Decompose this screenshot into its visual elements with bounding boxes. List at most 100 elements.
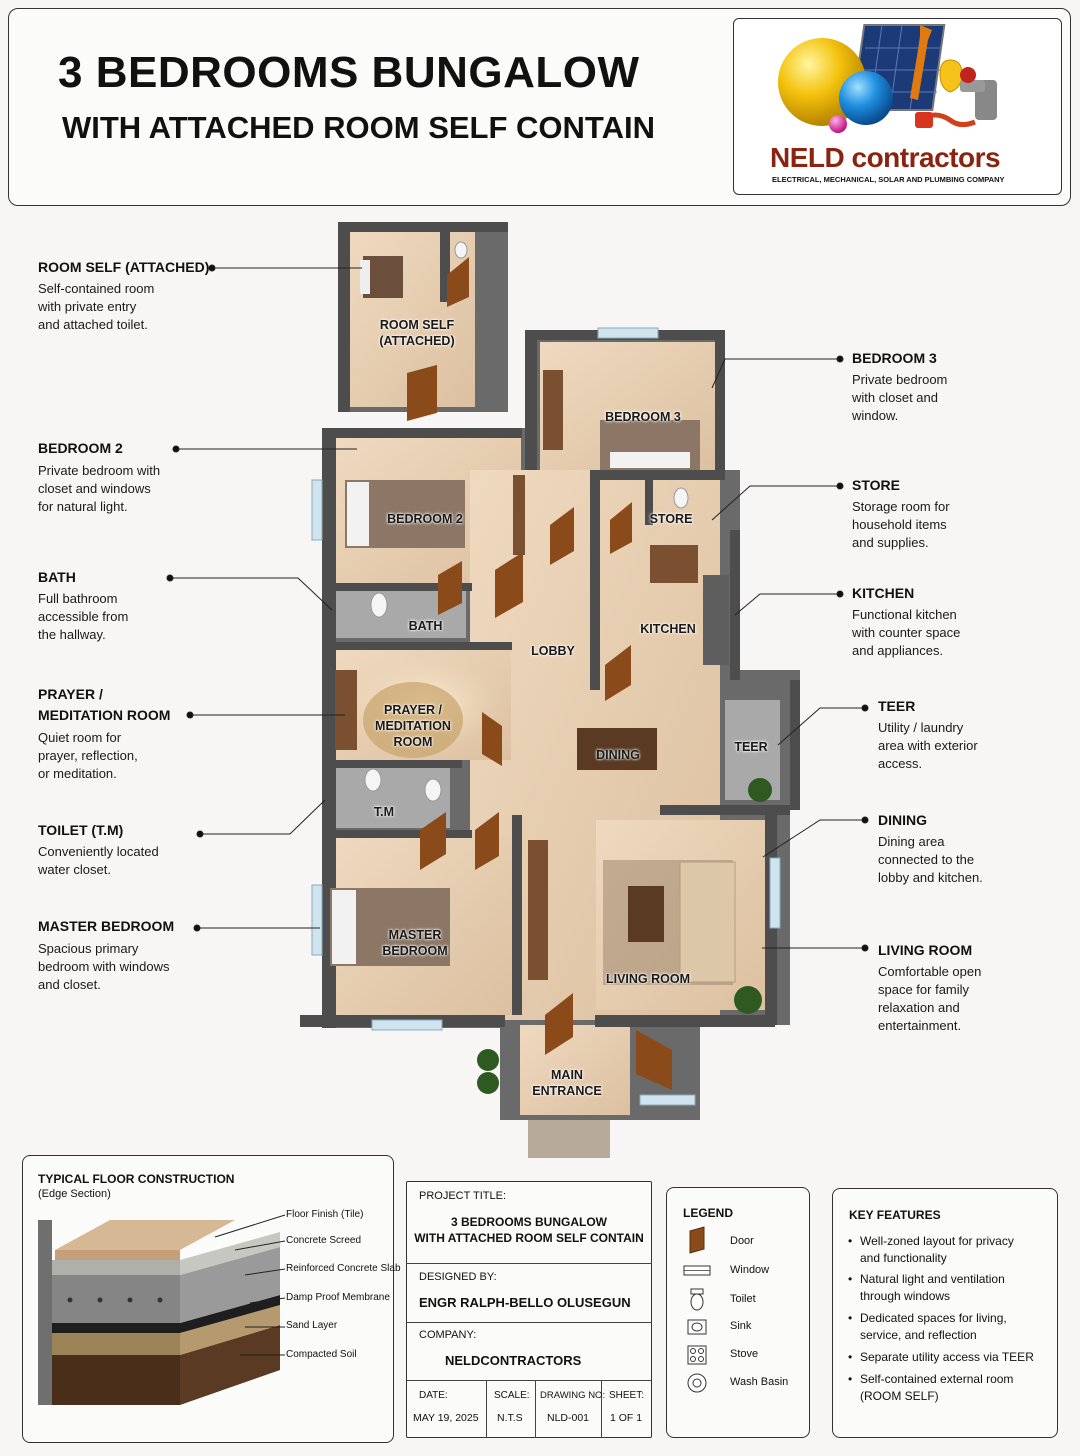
legend-wash-basin-label: Wash Basin <box>730 1376 789 1388</box>
title-block-divider <box>406 1380 652 1381</box>
callout-kitchen-title: KITCHEN <box>852 585 915 601</box>
designed-by-label: DESIGNED BY: <box>419 1271 497 1283</box>
date-label: DATE: <box>419 1390 448 1401</box>
callout-bedroom2-title: BEDROOM 2 <box>38 440 123 456</box>
date-value: MAY 19, 2025 <box>413 1412 479 1424</box>
feature-item: • <box>848 1234 853 1248</box>
title-block-divider <box>406 1322 652 1323</box>
construction-subtitle: (Edge Section) <box>38 1188 111 1200</box>
toilet-icon <box>690 1288 704 1311</box>
page-subtitle: WITH ATTACHED ROOM SELF CONTAIN <box>62 110 655 145</box>
callout-store-title: STORE <box>852 477 900 493</box>
scale-value: N.T.S <box>497 1412 523 1424</box>
company-label: COMPANY: <box>419 1329 477 1341</box>
layer-floor-finish: Floor Finish (Tile) <box>286 1209 364 1220</box>
sheet-label: SHEET: <box>609 1390 645 1401</box>
door-icon <box>689 1226 705 1254</box>
layer-concrete-screed: Concrete Screed <box>286 1235 362 1246</box>
plan-label-bedroom3: BEDROOM 3 <box>605 410 681 424</box>
plan-label-store: STORE <box>649 512 693 526</box>
feature-item: Separate utility access via TEER <box>860 1350 1034 1364</box>
plan-label-living: LIVING ROOM <box>605 972 691 986</box>
title-block-divider <box>535 1380 536 1438</box>
title-block-divider <box>601 1380 602 1438</box>
feature-item: • <box>848 1272 853 1286</box>
floor-plan <box>300 222 800 1158</box>
drawing-no-label: DRAWING NO: <box>540 1390 606 1401</box>
wash-basin-icon <box>687 1373 707 1393</box>
layer-damp-proof: Damp Proof Membrane <box>286 1292 390 1303</box>
legend-window-label: Window <box>730 1264 770 1276</box>
company-logo-graphic <box>778 24 997 133</box>
key-features-title: KEY FEATURES <box>849 1208 941 1222</box>
legend-stove-label: Stove <box>730 1348 759 1360</box>
sheet-value: 1 OF 1 <box>610 1412 643 1424</box>
callout-master-title: MASTER BEDROOM <box>38 918 175 934</box>
callout-bath-title: BATH <box>38 569 76 585</box>
title-block-divider <box>486 1380 487 1438</box>
drawing-no-value: NLD-001 <box>547 1412 590 1424</box>
company-logo-tagline: ELECTRICAL, MECHANICAL, SOLAR AND PLUMBI… <box>772 175 1005 184</box>
callout-leader-lines <box>166 264 869 952</box>
plan-label-room-self: ROOM SELF(ATTACHED) <box>379 318 455 348</box>
key-features-panel <box>832 1188 1058 1438</box>
feature-item: Dedicated spaces for living,service, and… <box>860 1311 1007 1342</box>
designer-name: ENGR RALPH-BELLO OLUSEGUN <box>419 1295 631 1310</box>
plan-label-kitchen: KITCHEN <box>640 622 696 636</box>
callout-living-title: LIVING ROOM <box>878 942 973 958</box>
project-title-line2: WITH ATTACHED ROOM SELF CONTAIN <box>414 1231 644 1245</box>
title-block <box>406 1181 652 1438</box>
callout-room-self-title: ROOM SELF (ATTACHED) <box>38 259 210 275</box>
page-title: 3 BEDROOMS BUNGALOW <box>58 48 640 97</box>
feature-item: Self-contained external room(ROOM SELF) <box>860 1372 1014 1403</box>
company-logo-name: NELD contractors <box>770 142 1001 173</box>
callout-prayer-title: PRAYER /MEDITATION ROOM <box>38 686 171 723</box>
layer-reinforced-slab: Reinforced Concrete Slab <box>286 1263 401 1274</box>
legend-title: LEGEND <box>683 1206 734 1220</box>
layer-compacted-soil: Compacted Soil <box>286 1349 357 1360</box>
callout-dining-title: DINING <box>878 812 927 828</box>
plan-label-lobby: LOBBY <box>531 644 575 658</box>
legend-door-label: Door <box>730 1235 754 1247</box>
callout-teer-title: TEER <box>878 698 916 714</box>
project-title-label: PROJECT TITLE: <box>419 1190 507 1202</box>
plan-label-bath: BATH <box>408 619 443 633</box>
plan-label-dining: DINING <box>596 748 640 762</box>
legend-panel <box>666 1187 810 1438</box>
callout-toilet-title: TOILET (T.M) <box>38 822 124 838</box>
plan-label-bedroom2: BEDROOM 2 <box>387 512 463 526</box>
sink-icon <box>687 1319 707 1335</box>
callout-bedroom3-title: BEDROOM 3 <box>852 350 937 366</box>
feature-item: • <box>848 1311 853 1325</box>
project-title-line1: 3 BEDROOMS BUNGALOW <box>451 1215 607 1229</box>
floor-section-graphic <box>38 1214 286 1405</box>
layer-sand: Sand Layer <box>286 1320 338 1331</box>
title-block-divider <box>406 1263 652 1264</box>
legend-icons <box>683 1226 711 1393</box>
plan-label-teer: TEER <box>734 740 768 754</box>
legend-toilet-label: Toilet <box>730 1293 756 1305</box>
stove-icon <box>687 1345 707 1365</box>
feature-item: • <box>848 1350 853 1364</box>
legend-sink-label: Sink <box>730 1320 752 1332</box>
plan-label-tm: T.M <box>373 805 395 819</box>
feature-item: • <box>848 1372 853 1386</box>
construction-title: TYPICAL FLOOR CONSTRUCTION <box>38 1172 235 1186</box>
